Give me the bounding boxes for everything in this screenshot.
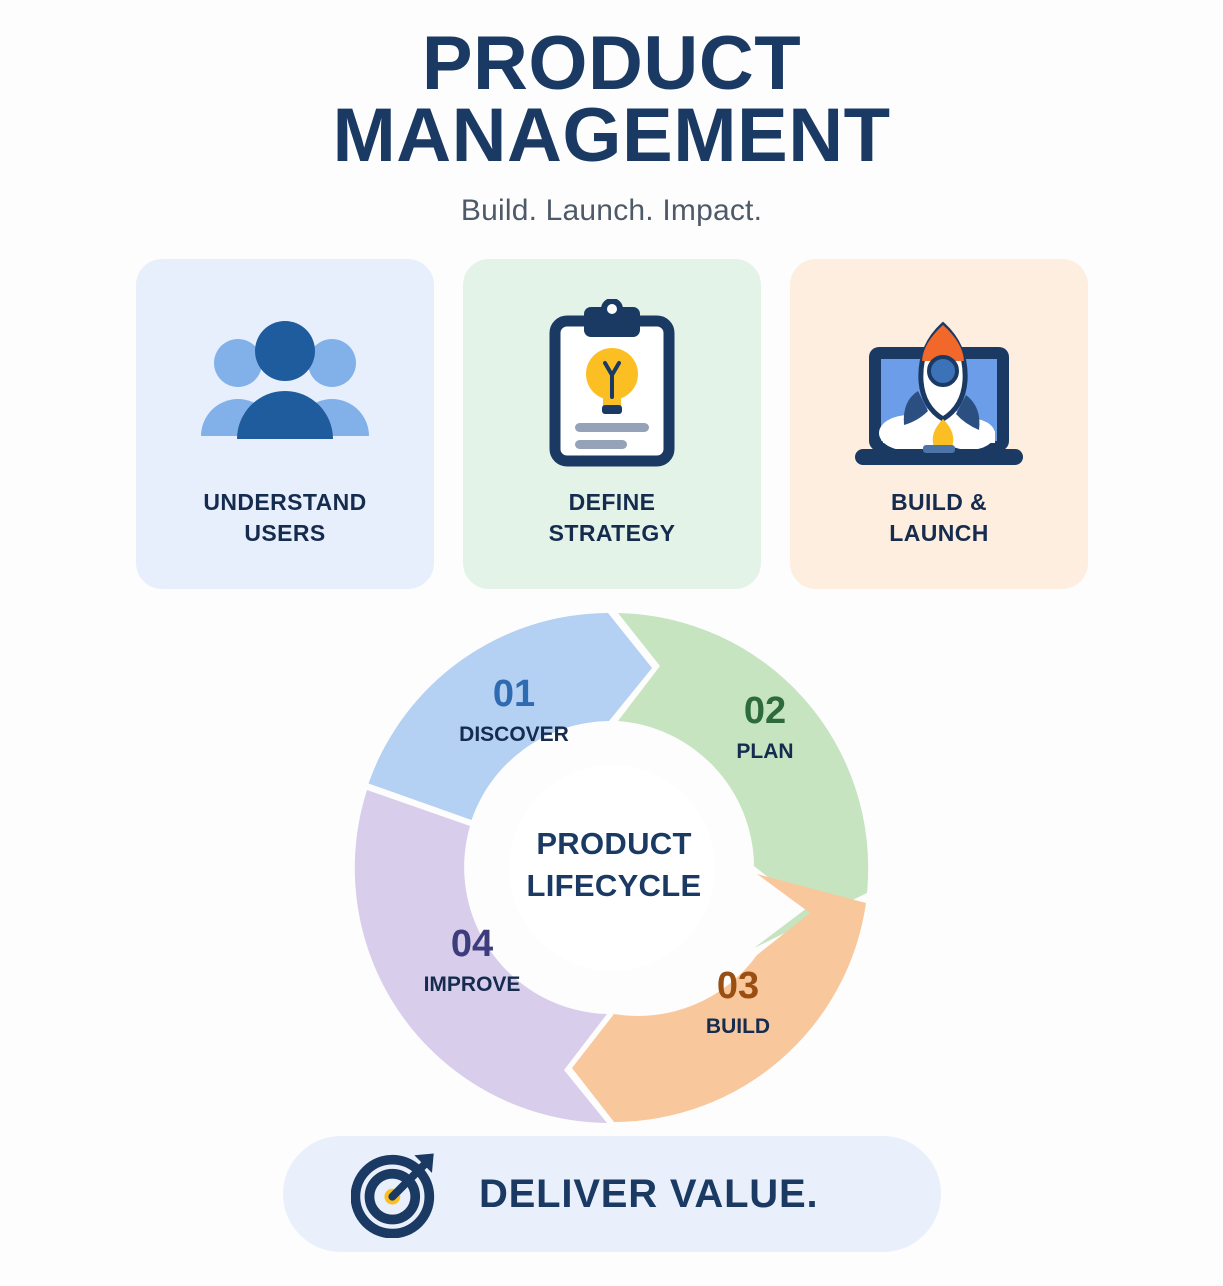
center-line-2: LIFECYCLE [527, 868, 702, 903]
card-label: UNDERSTAND USERS [203, 489, 367, 547]
cycle-center-label: PRODUCT LIFECYCLE [527, 826, 702, 903]
people-group-icon [195, 291, 375, 481]
segment-plan-shape [618, 613, 869, 948]
segment-title: PLAN [736, 740, 793, 763]
clipboard-lightbulb-icon [537, 291, 687, 481]
segment-label-improve: 04 IMPROVE [424, 923, 521, 996]
segment-discover-shape [368, 613, 652, 820]
segment-label-build: 03 BUILD [706, 965, 770, 1038]
segment-label-plan: 02 PLAN [736, 690, 793, 763]
cycle-center-hole [509, 765, 715, 971]
segment-number: 02 [744, 690, 786, 732]
title-line-2: MANAGEMENT [332, 93, 891, 179]
target-arrow-icon [351, 1153, 435, 1238]
segment-number: 04 [451, 923, 493, 965]
page-subtitle: Build. Launch. Impact. [460, 194, 763, 228]
deliver-value-banner[interactable]: DELIVER VALUE. [283, 1136, 941, 1252]
segment-title: DISCOVER [459, 723, 569, 746]
segment-number: 03 [717, 965, 759, 1007]
product-lifecycle-diagram: 01 DISCOVER 02 PLAN 03 BUILD 04 IMPROVE … [352, 608, 872, 1128]
segment-improve-shape [354, 790, 607, 1123]
card-label: DEFINE STRATEGY [548, 489, 676, 547]
card-understand-users[interactable]: UNDERSTAND USERS [136, 259, 434, 589]
card-define-strategy[interactable]: DEFINE STRATEGY [463, 259, 761, 589]
banner-label: DELIVER VALUE. [479, 1171, 819, 1216]
title-line-1: PRODUCT [421, 21, 802, 106]
center-line-1: PRODUCT [536, 826, 691, 861]
card-label: BUILD & LAUNCH [889, 489, 989, 547]
segment-title: IMPROVE [424, 973, 521, 996]
segment-build-shape [572, 874, 866, 1122]
segment-title: BUILD [706, 1015, 770, 1038]
segment-number: 01 [493, 673, 535, 715]
segment-label-discover: 01 DISCOVER [459, 673, 569, 746]
pillar-cards: UNDERSTAND USERS [136, 259, 1088, 589]
laptop-rocket-icon [839, 291, 1039, 481]
card-build-launch[interactable]: BUILD & LAUNCH [790, 259, 1088, 589]
